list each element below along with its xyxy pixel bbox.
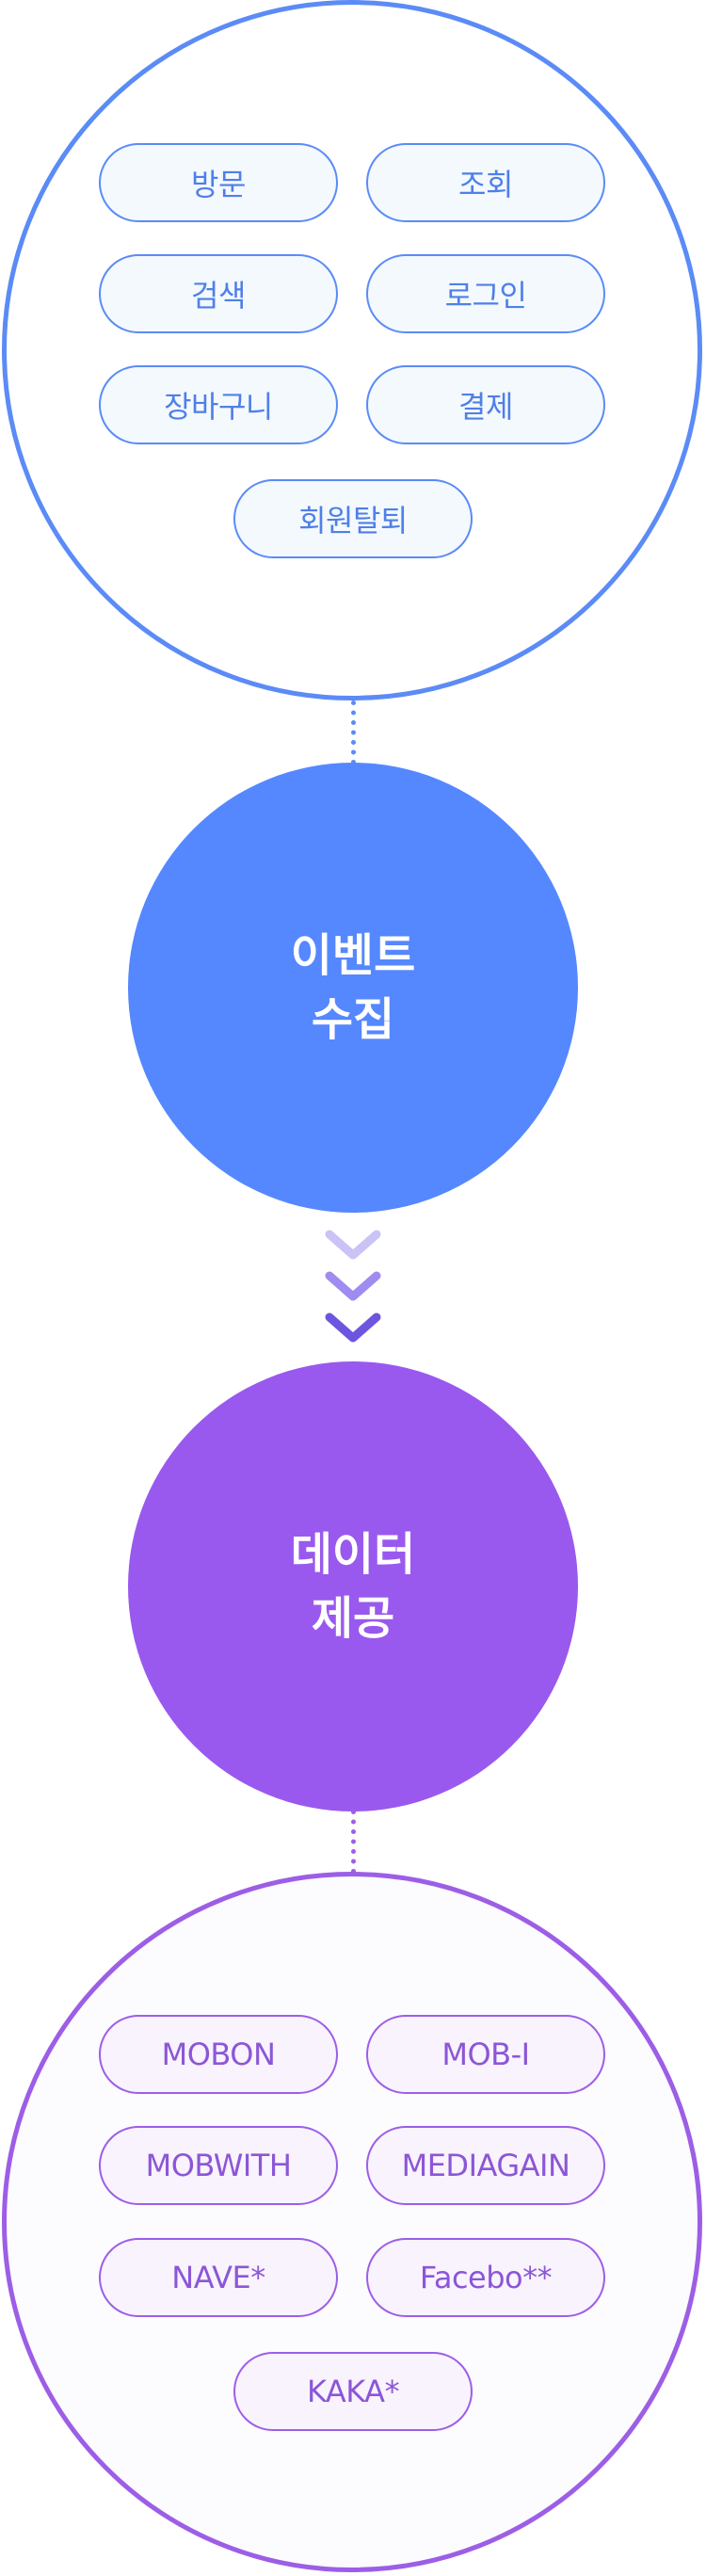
event-collection-circle: 이벤트 수집 [128,763,578,1213]
partner-pill-mediagain: MEDIAGAIN [366,2126,605,2205]
event-pill-login: 로그인 [366,254,605,333]
collection-title-line2: 수집 [311,993,395,1046]
chevron-light-icon [325,1230,381,1260]
provision-title-line1: 데이터 [290,1528,416,1581]
chevron-dark-icon [325,1312,381,1343]
partner-pill-kakao: KAKA* [233,2352,473,2431]
partner-pill-mob-i: MOB-I [366,2015,605,2094]
partners-circle [2,1872,702,2572]
event-types-circle [2,0,702,700]
partner-pill-mobon: MOBON [99,2015,338,2094]
dotted-connector-top [351,700,356,765]
chevron-mid-icon [325,1271,381,1301]
event-pill-visit: 방문 [99,143,338,222]
event-pill-view: 조회 [366,143,605,222]
triple-chevron-down-icon [325,1230,381,1343]
event-pill-payment: 결제 [366,365,605,444]
partner-pill-mobwith: MOBWITH [99,2126,338,2205]
partner-pill-facebook: Facebo** [366,2238,605,2317]
event-pill-withdrawal: 회원탈퇴 [233,479,473,558]
partner-pill-naver: NAVE* [99,2238,338,2317]
event-pill-search: 검색 [99,254,338,333]
dotted-connector-bottom [351,1810,356,1874]
collection-title-line1: 이벤트 [290,929,416,982]
provision-title-line2: 제공 [311,1592,395,1645]
event-pill-cart: 장바구니 [99,365,338,444]
data-provision-circle: 데이터 제공 [128,1361,578,1811]
